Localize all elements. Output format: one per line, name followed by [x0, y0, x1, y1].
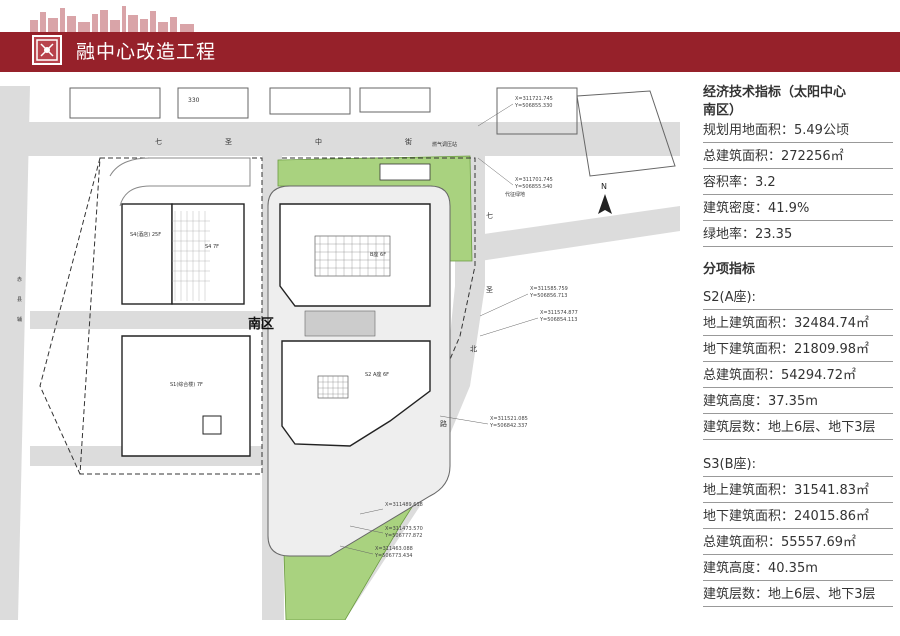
coord-6-x: X=311489.618: [385, 502, 423, 508]
road-east-2: 圣: [486, 286, 493, 294]
s3-item: 建筑高度：40.35m: [703, 558, 893, 581]
indicator-item: 建筑密度：41.9%: [703, 198, 893, 221]
s2-title: S2(A座):: [703, 287, 893, 310]
indicator-panel: 经济技术指标（太阳中心 南区） 规划用地面积：5.49公顷 总建筑面积：2722…: [703, 84, 893, 610]
road-south-1: 北: [470, 345, 477, 353]
district-label: 南区: [248, 316, 274, 332]
road-south-2: 路: [440, 419, 447, 428]
building-s4b-label: S4(酒店) 25F: [130, 231, 161, 238]
s2-item: 地下建筑面积：21809.98㎡: [703, 339, 893, 362]
coord-3-y: Y=506856.713: [529, 293, 567, 299]
indicator-item: 容积率：3.2: [703, 172, 893, 195]
coord-1-x: X=311721.745: [515, 96, 553, 102]
coord-4-y: Y=506854.113: [539, 317, 577, 323]
coord-1-y: Y=506855.330: [514, 103, 552, 109]
road-north-1: 七: [155, 137, 162, 146]
svg-text:N: N: [601, 182, 607, 191]
coord-2-x: X=311701.745: [515, 177, 553, 183]
coord-4-x: X=311574.877: [540, 310, 578, 316]
coord-3-x: X=311585.759: [530, 286, 568, 292]
building-b-label: B座 6F: [370, 251, 386, 258]
logo-icon: [32, 35, 62, 65]
s2-item: 总建筑面积：54294.72㎡: [703, 365, 893, 388]
coord-7-x: X=311473.570: [385, 526, 423, 532]
road-north-3: 中: [315, 137, 322, 146]
coord-5-y: Y=506842.337: [489, 423, 527, 429]
road-east-1: 七: [486, 211, 493, 220]
coord-7-y: Y=506777.872: [384, 533, 422, 539]
panel-heading-line-2: 南区）: [703, 103, 743, 118]
s3-title: S3(B座):: [703, 454, 893, 477]
page-title: 融中心改造工程: [76, 41, 217, 63]
indicator-item: 总建筑面积：272256㎡: [703, 146, 893, 169]
building-s1-label: S1(综合楼) 7F: [170, 381, 203, 388]
s2-item: 建筑高度：37.35m: [703, 391, 893, 414]
coord-8-y: Y=506773.434: [374, 553, 412, 559]
north-arrow-icon: N: [598, 182, 612, 214]
panel-heading-line-1: 经济技术指标（太阳中心: [703, 85, 847, 100]
s3-item: 地下建筑面积：24015.86㎡: [703, 506, 893, 529]
sub-heading: 分项指标: [703, 262, 756, 277]
indicator-item: 规划用地面积：5.49公顷: [703, 120, 893, 143]
s2-item: 地上建筑面积：32484.74㎡: [703, 313, 893, 336]
coord-5-x: X=311521.085: [490, 416, 528, 422]
plaza-label: 代征绿地: [505, 191, 525, 198]
coord-2-y: Y=506855.540: [514, 184, 552, 190]
s3-item: 地上建筑面积：31541.83㎡: [703, 480, 893, 503]
s2-item: 建筑层数：地上6层、地下3层: [703, 417, 893, 440]
number-label: 330: [188, 97, 200, 104]
road-west-2: 县: [17, 297, 22, 303]
indicator-item: 绿地率：23.35: [703, 224, 893, 247]
coord-8-x: X=311463.088: [375, 546, 413, 552]
site-plan-map: 330 B座 6F S2 A座 6F S1(综合楼) 7F S4(酒店) 25F…: [0, 86, 680, 620]
s3-item: 建筑层数：地上6层、地下3层: [703, 584, 893, 607]
building-a-label: S2 A座 6F: [365, 371, 389, 378]
s3-item: 总建筑面积：55557.69㎡: [703, 532, 893, 555]
gas-station-label: 燃气调压站: [432, 141, 457, 148]
road-north-2: 圣: [225, 138, 232, 146]
panel-heading: 经济技术指标（太阳中心 南区）: [703, 84, 893, 120]
road-west-1: 赤: [17, 277, 22, 283]
road-north-4: 街: [405, 137, 412, 146]
title-bar: 融中心改造工程: [0, 32, 900, 72]
skyline-decoration: [30, 6, 194, 32]
building-s4-label: S4 7F: [205, 244, 219, 250]
road-west-3: 辅: [17, 316, 22, 323]
